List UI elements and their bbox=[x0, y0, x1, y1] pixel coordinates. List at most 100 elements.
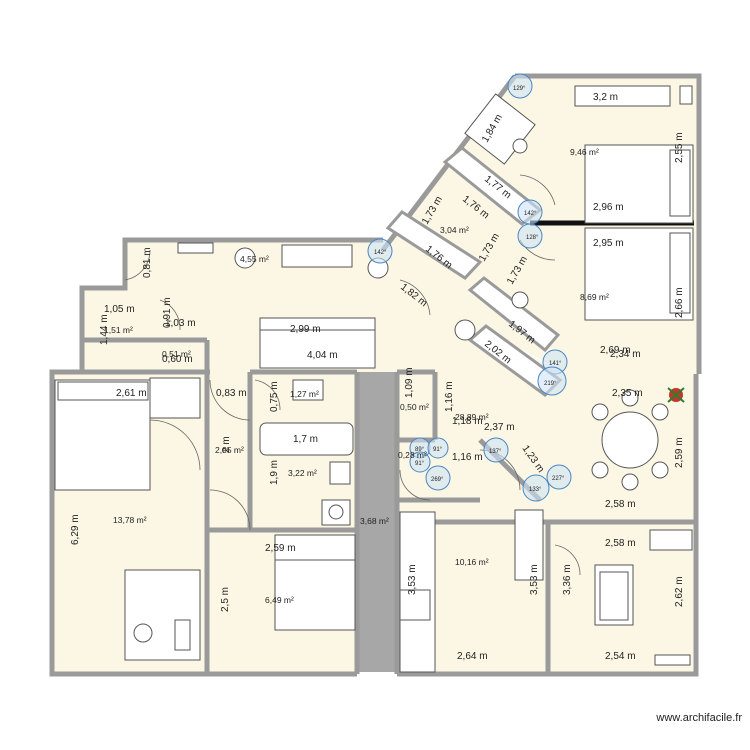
chair-ne bbox=[512, 138, 528, 154]
dimension-label: 1,16 m bbox=[452, 452, 483, 463]
chair-sw bbox=[133, 623, 153, 643]
kitchen-island bbox=[514, 509, 544, 581]
area-label: 0,28 m² bbox=[398, 450, 427, 460]
watermark: www.archifacile.fr bbox=[656, 712, 742, 724]
wall-top-living bbox=[49, 237, 383, 677]
angle-circle-4 bbox=[367, 238, 393, 264]
angle-label: 89° bbox=[415, 447, 425, 453]
dining-chair-3 bbox=[651, 403, 669, 421]
dimension-label: 6,29 m bbox=[70, 514, 81, 545]
bed-middle bbox=[274, 559, 356, 631]
area-label: 8,69 m² bbox=[580, 292, 609, 302]
dimension-label: 3,53 m bbox=[407, 564, 418, 595]
angle-labels: 129° 142° 128° 142° 141° 219° 89° 91° 91… bbox=[374, 86, 565, 493]
area-label: 9,46 m² bbox=[570, 147, 599, 157]
angle-circle-13 bbox=[546, 464, 572, 490]
area-label: 3,22 m² bbox=[288, 468, 317, 478]
dimension-label: 2,5 m bbox=[220, 587, 231, 612]
dimension-label: 2,58 m bbox=[605, 538, 636, 549]
dimension-label: 2,99 m bbox=[290, 324, 321, 335]
wardrobe-sw bbox=[149, 377, 201, 419]
sink-bath bbox=[329, 461, 351, 485]
wardrobe-diag-3 bbox=[467, 276, 561, 353]
area-label: 0,51 m² bbox=[162, 349, 191, 359]
headboard-mid bbox=[274, 534, 356, 561]
dining-chair-1 bbox=[591, 403, 609, 421]
door-arc-6 bbox=[159, 299, 181, 331]
furniture bbox=[54, 85, 694, 673]
wall-bottom-right bbox=[397, 374, 699, 677]
shelf-top bbox=[177, 242, 214, 254]
toilet-wc bbox=[292, 379, 324, 401]
dimension-label: 0,81 m bbox=[142, 247, 153, 278]
door-arc-12 bbox=[399, 469, 431, 501]
area-label: 28,89 m² bbox=[455, 412, 489, 422]
door-arc-3 bbox=[209, 489, 251, 531]
dimension-label: 1,03 m bbox=[165, 318, 196, 329]
pillow-sw bbox=[57, 381, 149, 401]
dining-chair-6 bbox=[651, 461, 669, 479]
dimension-label: 2,95 m bbox=[593, 238, 624, 249]
sofa-back bbox=[259, 317, 376, 331]
angle-label: 269° bbox=[431, 477, 444, 483]
dining-chair-5 bbox=[621, 473, 639, 491]
dimension-label: 2,61 m bbox=[116, 388, 147, 399]
angle-circle-1 bbox=[507, 73, 533, 99]
angle-label: 227° bbox=[552, 476, 565, 482]
wardrobe-diag-2 bbox=[385, 210, 483, 280]
angle-label: 219° bbox=[544, 381, 557, 387]
dimension-label: 2,54 m bbox=[605, 651, 636, 662]
angle-circle-11 bbox=[425, 465, 451, 491]
dimension-label: 1,09 m bbox=[404, 367, 415, 398]
dimension-label: 0,75 m bbox=[269, 381, 280, 412]
dimension-label: 2,55 m bbox=[674, 132, 685, 163]
monitor-sw bbox=[174, 619, 191, 651]
area-label: 0,50 m² bbox=[400, 402, 429, 412]
wardrobe-top bbox=[574, 85, 671, 107]
radiator-se bbox=[654, 654, 691, 666]
angle-circle-6 bbox=[537, 366, 567, 396]
area-label: 1,27 m² bbox=[290, 389, 319, 399]
dimension-label: 2,34 m bbox=[610, 349, 641, 360]
angle-label: 91° bbox=[415, 461, 425, 467]
radiator-top bbox=[679, 85, 693, 105]
dining-chair-2 bbox=[621, 389, 639, 407]
dimension-label: 3,2 m bbox=[593, 92, 618, 103]
dimension-label: 1,9 m bbox=[269, 460, 280, 485]
dining-chair-4 bbox=[591, 461, 609, 479]
floor-small-left bbox=[82, 288, 207, 372]
armchair-1 bbox=[234, 247, 256, 269]
angle-markers bbox=[367, 73, 572, 502]
angle-label: 142° bbox=[524, 211, 537, 217]
dimension-label: 3,36 m bbox=[562, 564, 573, 595]
dimension-label: 2 m bbox=[221, 436, 232, 453]
area-label: 1,51 m² bbox=[104, 325, 133, 335]
tv-unit bbox=[281, 244, 353, 268]
dimension-label: 1,05 m bbox=[104, 304, 135, 315]
dimension-label: 2,59 m bbox=[265, 543, 296, 554]
dimension-label: 1,18 m bbox=[452, 416, 483, 427]
area-label: 6,49 m² bbox=[265, 595, 294, 605]
area-label: 3,04 m² bbox=[440, 225, 469, 235]
angle-label: 129° bbox=[513, 86, 526, 92]
armchair-4 bbox=[511, 291, 529, 309]
dimension-label: 2,69 m bbox=[600, 345, 631, 356]
area-label: 3,68 m² bbox=[360, 516, 389, 526]
angle-label: 133° bbox=[529, 487, 542, 493]
wall-outer bbox=[515, 73, 702, 374]
door-arc-5 bbox=[254, 379, 281, 411]
dimension-label: 4,04 m bbox=[307, 350, 338, 361]
angle-circle-10 bbox=[483, 437, 509, 463]
door-arc-4 bbox=[209, 379, 251, 421]
pillow-ne bbox=[669, 149, 691, 217]
area-label: 2,95 m² bbox=[215, 445, 244, 455]
door-arc-2 bbox=[149, 419, 201, 471]
dimension-label: 2,66 m bbox=[674, 287, 685, 318]
angle-circle-3 bbox=[517, 223, 543, 249]
door-arc-8 bbox=[519, 174, 556, 206]
angle-label: 142° bbox=[374, 250, 387, 256]
toilet-bowl bbox=[328, 504, 344, 520]
dimension-label: 3,53 m bbox=[529, 564, 540, 595]
area-label: 13,78 m² bbox=[113, 515, 147, 525]
